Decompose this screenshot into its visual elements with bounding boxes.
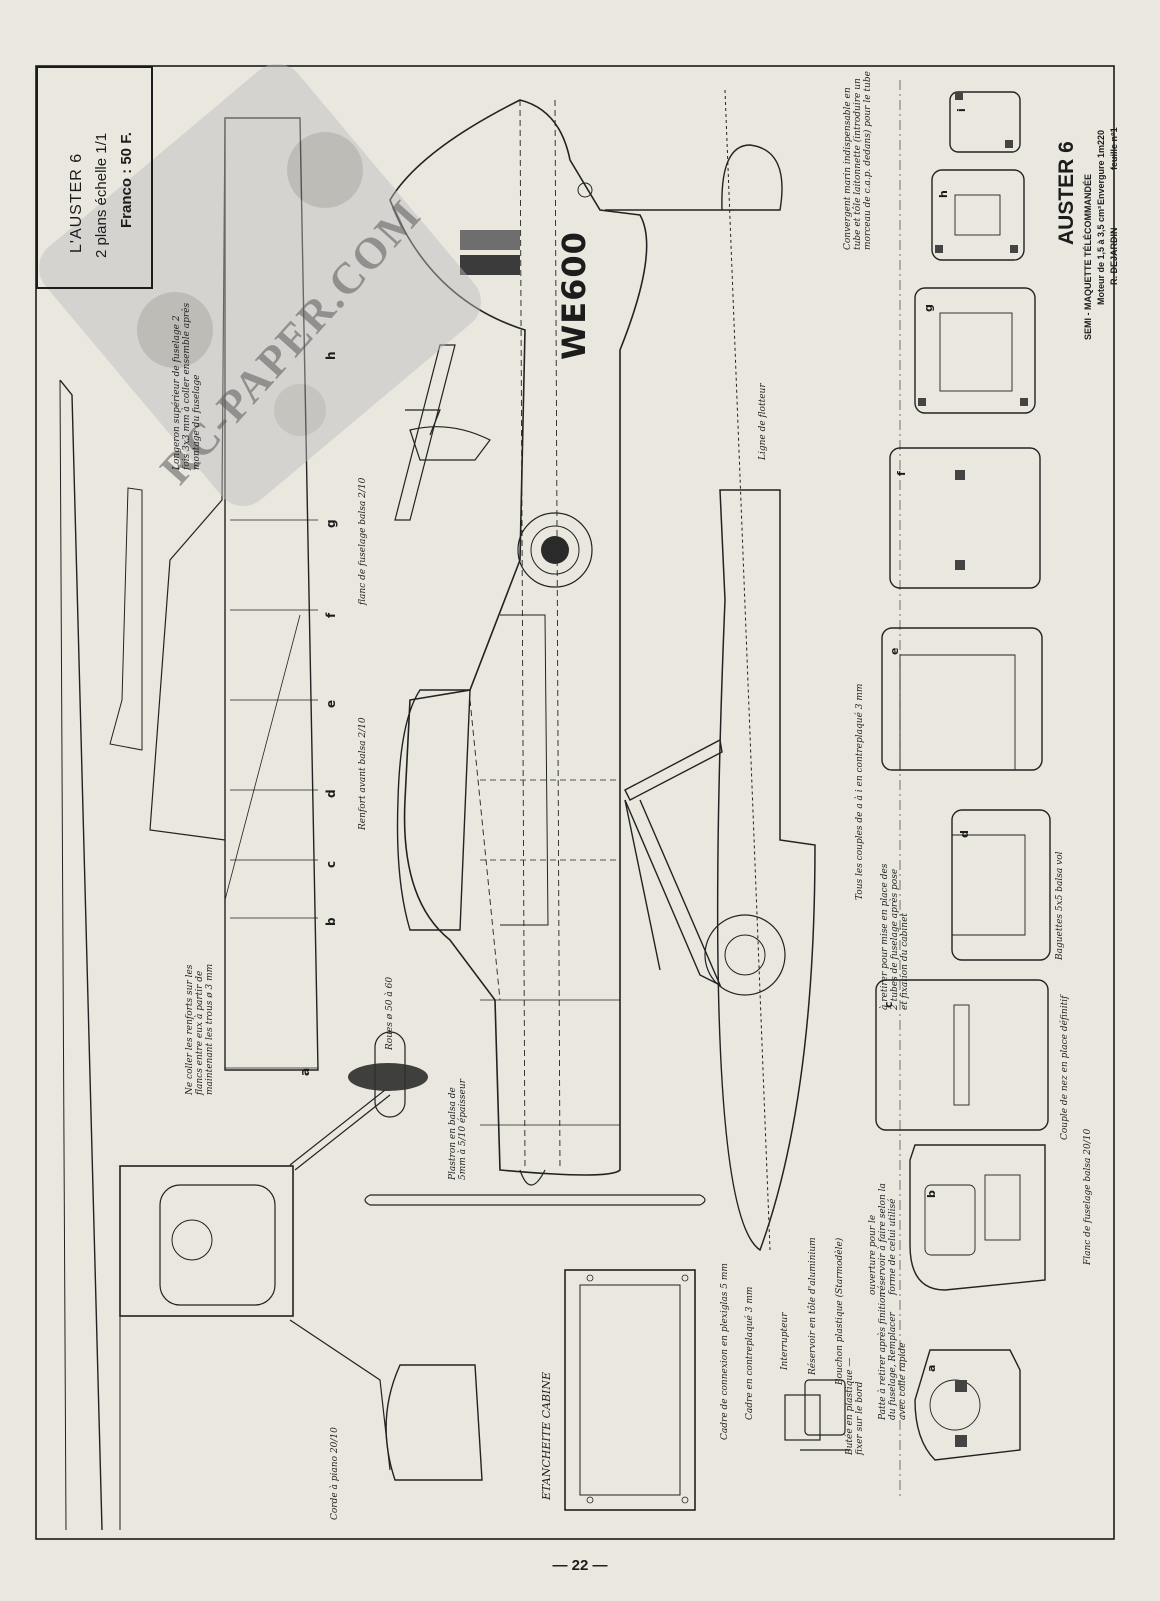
cut-note: à retirer pour mise en place des 2 tubes… [880, 863, 910, 1010]
tail-note: Patte à retirer après finition du fusela… [878, 1291, 908, 1420]
dowel-note: Butée en plastique — fixer sur le bord [845, 1357, 865, 1455]
fuselage-side-view [149, 117, 319, 1071]
front-spar-note: Renfort avant balsa 2/10 [358, 717, 368, 830]
switch-note: Interrupteur [780, 1312, 790, 1371]
cover-note: Plastron en balsa de 5mm à 5/10 épaisseu… [448, 1079, 468, 1180]
tank-note: ouverture pour le réservoir à faire selo… [868, 1183, 898, 1295]
station-g: g [324, 519, 338, 528]
float-line-note: Ligne de flotteur [758, 383, 768, 460]
station-a: a [298, 1067, 312, 1076]
plug-label: Bouchon plastique (Starmodèle) [835, 1237, 845, 1385]
fuselage-top-view [364, 99, 783, 1206]
frame-d: d [958, 830, 971, 838]
frame-b: b [925, 1190, 938, 1198]
frame-a: a [925, 1364, 938, 1372]
offer-plans: 2 plans échelle 1/1 [93, 132, 110, 258]
station-b: b [324, 917, 338, 926]
frame-templates [875, 80, 1051, 1500]
cabin-note-2: Cadre en contreplaqué 3 mm [745, 1286, 755, 1420]
cabin-title: ETANCHEITE CABINE [540, 1371, 553, 1500]
float-side-view [704, 89, 816, 1252]
page-number: — 22 — [552, 1557, 608, 1574]
sheet-number: feuille n°1 [1109, 127, 1119, 170]
registration-mark: WE600 [555, 231, 593, 360]
frame-h: h [937, 190, 950, 198]
wheel-note: Roues ø 50 à 60 [385, 976, 395, 1050]
wing-note: Convergent marin indispensable en tube e… [843, 71, 873, 250]
price-box: L'AUSTER 6 2 plans échelle 1/1 Franco : … [36, 66, 153, 289]
station-f: f [324, 612, 338, 618]
tube-note: Corde à piano 20/10 [330, 1427, 340, 1520]
cowl-note: Flanc de fuselage balsa 20/10 [1083, 1128, 1093, 1265]
station-e: e [324, 699, 338, 708]
frames-note: Tous les couples de a à i en contreplaqu… [855, 683, 865, 900]
hinge-note: Ne coller les renforts sur les flancs en… [185, 963, 215, 1095]
station-d: d [324, 789, 338, 798]
span: Envergure 1m220 [1096, 129, 1106, 205]
offer-price: Franco : 50 F. [118, 132, 135, 228]
station-h: h [324, 351, 338, 360]
upper-longeron-note: Longeron supérieur de fuselage 2 fois 3x… [172, 302, 202, 470]
cabin-note-1: Cadre de connexion en plexiglas 5 mm [720, 1263, 730, 1440]
subtitle: SEMI - MAQUETTE TÉLÉCOMMANDÉE [1083, 174, 1093, 340]
fuselage-side-note: flanc de fuselage balsa 2/10 [358, 477, 368, 605]
frame-i: i [955, 108, 968, 112]
frame-g: g [922, 304, 935, 312]
frame-f: f [895, 471, 908, 476]
stringers-note: Baguettes 5x5 balsa vol [1055, 851, 1065, 960]
station-c: c [324, 860, 338, 868]
tank-label: Réservoir en tôle d'aluminium [808, 1237, 818, 1375]
frame-e: e [888, 647, 901, 655]
engine: Moteur de 1,5 à 3,5 cm³ [1096, 205, 1106, 305]
author: R. DEJARDIN [1109, 227, 1119, 285]
watermark-graphic [38, 63, 482, 507]
aircraft-name: AUSTER 6 [1055, 141, 1078, 245]
nose-note: Couple de nez en place définitif [1060, 995, 1070, 1140]
offer-title: L'AUSTER 6 [68, 152, 85, 253]
